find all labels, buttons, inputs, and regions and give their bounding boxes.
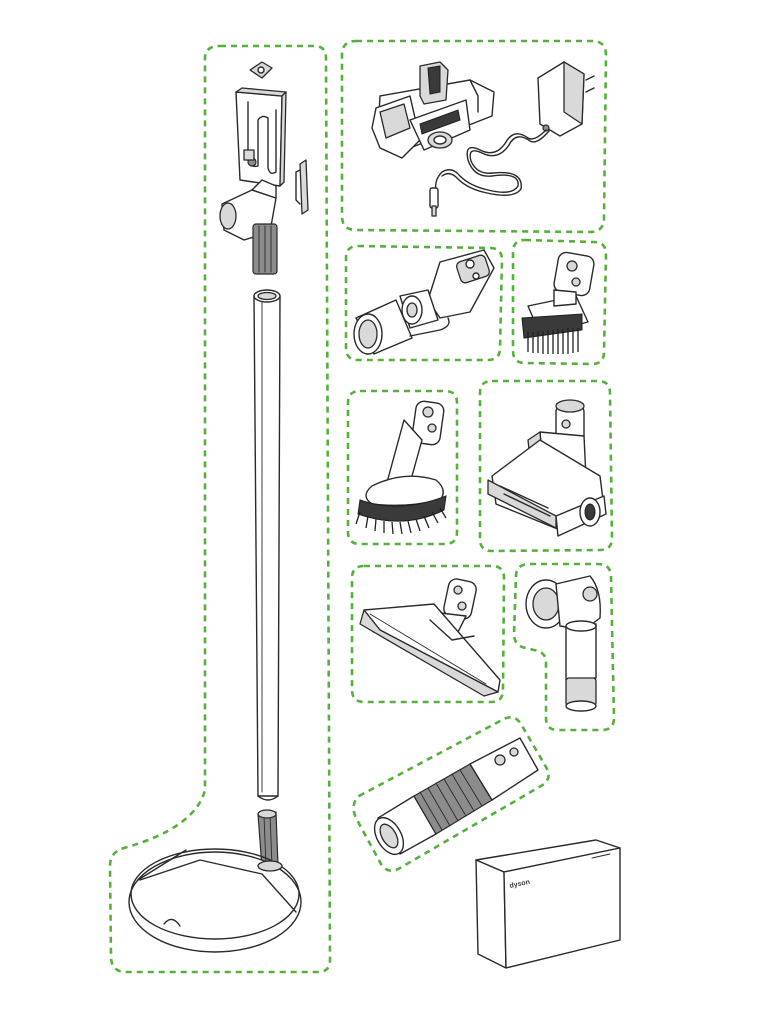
wand-tube bbox=[252, 223, 281, 801]
group-outline-mini-motorised-tool bbox=[478, 379, 614, 553]
up-top-adapter bbox=[353, 249, 495, 355]
group-outline-mini-dusting-brush bbox=[511, 238, 608, 366]
box-brand-label: dyson bbox=[509, 879, 531, 890]
group-outline-stand bbox=[108, 44, 332, 974]
mini-dusting-brush bbox=[521, 251, 595, 354]
wall-clip bbox=[249, 61, 273, 79]
tool-holder-bracket bbox=[219, 87, 309, 241]
wide-nozzle-tool bbox=[359, 578, 501, 697]
packaging-box: dyson bbox=[475, 839, 621, 969]
battery-pack bbox=[371, 61, 495, 159]
group-outline-up-top-adapter bbox=[344, 244, 504, 362]
mini-motorised-tool bbox=[487, 399, 607, 537]
group-outline-light-pipe-adapter bbox=[512, 562, 616, 732]
group-outline-wide-nozzle-tool bbox=[350, 564, 506, 704]
light-pipe-adapter bbox=[525, 575, 601, 712]
group-outline-flexible-hose-tool bbox=[352, 715, 550, 873]
floor-stand-base bbox=[128, 809, 302, 953]
charger bbox=[429, 61, 595, 217]
group-outline-battery-charger bbox=[340, 39, 608, 234]
soft-dusting-brush bbox=[355, 400, 447, 535]
flexible-hose-tool bbox=[373, 737, 539, 856]
